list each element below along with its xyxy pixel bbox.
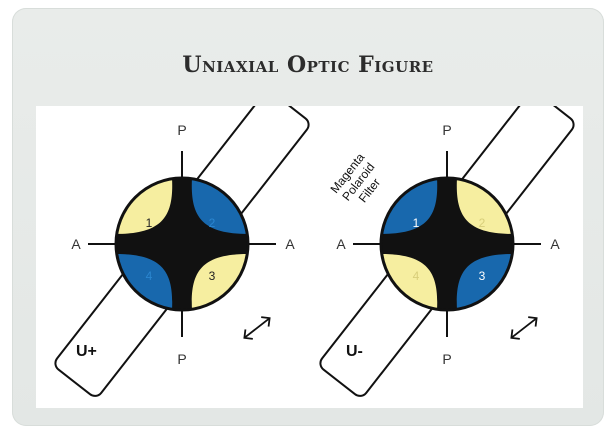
left-vibration-arrow: [243, 316, 271, 340]
left-quadrants: [116, 178, 248, 310]
right-quadrants: [381, 178, 513, 310]
left-quadrant-label-4: 4: [146, 269, 153, 283]
left-quadrant-label-1: 1: [146, 216, 153, 230]
right-filter-label: Magenta Polaroid Filter: [327, 150, 383, 205]
right-quadrant-label-4: 4: [413, 269, 420, 283]
right-figure: Magenta Polaroid Filter P P A A: [319, 91, 575, 397]
right-quadrant-label-1: 1: [413, 216, 420, 230]
right-vibration-arrow: [510, 316, 538, 340]
right-quadrant-label-3: 3: [479, 269, 486, 283]
right-sign-label: U-: [346, 343, 363, 360]
right-polarizer-bottom-label: P: [442, 351, 451, 367]
left-polarizer-top-label: P: [177, 122, 186, 138]
figure-title: Uniaxial Optic Figure: [182, 52, 434, 78]
left-sign-label: U+: [76, 343, 97, 360]
left-analyzer-left-label: A: [71, 236, 81, 252]
figure-panel: P P A A 1 2 3 4 U+: [36, 91, 583, 408]
right-analyzer-left-label: A: [336, 236, 346, 252]
right-analyzer-right-label: A: [550, 236, 560, 252]
left-analyzer-right-label: A: [285, 236, 295, 252]
right-quadrant-label-2: 2: [479, 216, 486, 230]
left-polarizer-bottom-label: P: [177, 351, 186, 367]
right-isogyre: [381, 178, 513, 310]
optic-figure-svg: P P A A 1 2 3 4 U+: [54, 91, 575, 397]
left-quadrant-label-3: 3: [209, 269, 216, 283]
left-quadrant-label-2: 2: [209, 216, 216, 230]
left-optic-circle: [114, 176, 250, 312]
left-figure: P P A A 1 2 3 4 U+: [54, 91, 310, 397]
right-optic-circle: [379, 176, 515, 312]
left-isogyre: [116, 178, 248, 310]
right-polarizer-top-label: P: [442, 122, 451, 138]
